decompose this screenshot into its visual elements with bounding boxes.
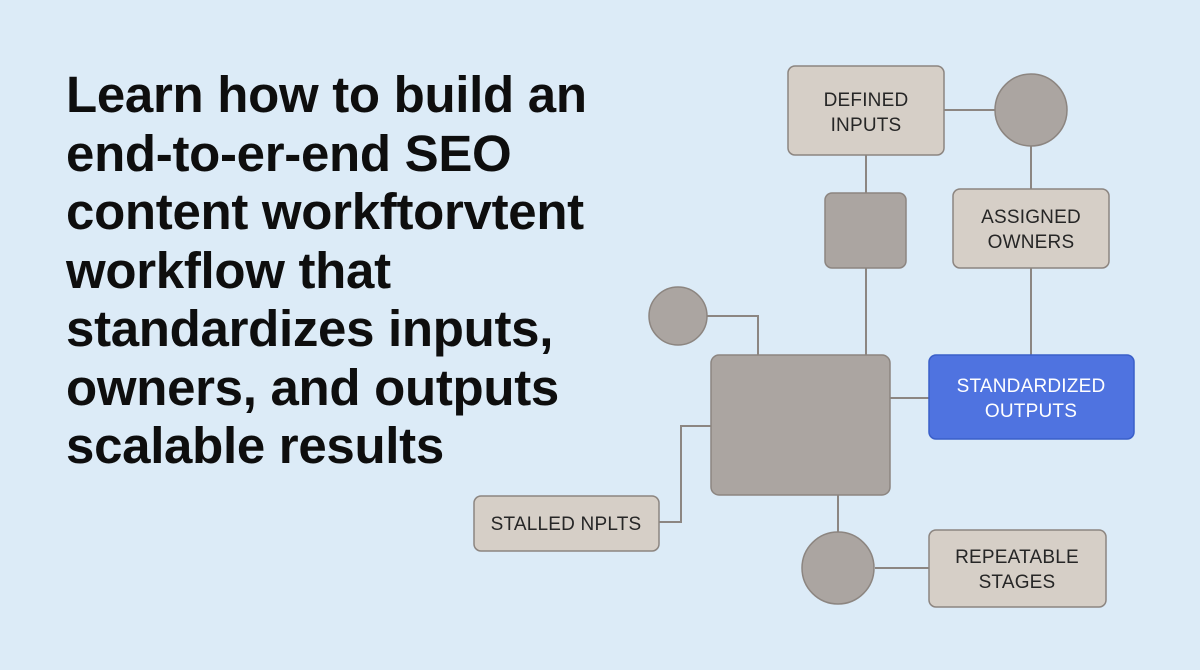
node-defined-inputs: DEFINED INPUTS — [787, 65, 945, 156]
node-standardized-outputs-label: STANDARDIZED — [957, 376, 1106, 397]
node-repeatable-stages-label: REPEATABLE — [955, 547, 1079, 568]
node-assigned-owners-label: OWNERS — [988, 232, 1075, 253]
connectors — [659, 109, 1032, 569]
node-defined-inputs-label: DEFINED — [824, 90, 909, 111]
node-standardized-outputs-label: OUTPUTS — [985, 401, 1077, 422]
node-stalled-inputs: STALLED NPLTS — [473, 495, 660, 552]
node-repeatable-stages-label: STAGES — [979, 572, 1056, 593]
headline-line: Learn how to build an — [66, 66, 587, 123]
node-assigned-owners-label: ASSIGNED — [981, 207, 1081, 228]
headline-line: owners, and outputs — [66, 358, 559, 416]
circle-node-left — [648, 286, 708, 346]
headline: Learn how to build an end-to-er-end SEO … — [66, 66, 706, 476]
headline-line: scalable results — [66, 417, 444, 474]
node-repeatable-stages: REPEATABLE STAGES — [928, 529, 1107, 608]
headline-line: end-to-er-end SEO — [66, 124, 512, 182]
headline-line: workflow that — [66, 241, 391, 299]
circle-node-bottom — [801, 531, 875, 605]
headline-line: standardizes inputs, — [66, 300, 554, 357]
node-defined-inputs-label: INPUTS — [831, 115, 902, 136]
node-assigned-owners: ASSIGNED OWNERS — [952, 188, 1110, 269]
square-node-small — [824, 192, 907, 269]
hub-node-large — [710, 354, 891, 496]
node-standardized-outputs: STANDARDIZED OUTPUTS — [928, 354, 1135, 440]
headline-line: content workftorvtent — [66, 183, 584, 240]
circle-node-top — [994, 73, 1068, 147]
connector-stalled-to-hub — [659, 425, 711, 523]
node-stalled-inputs-label: STALLED NPLTS — [491, 514, 642, 535]
connector-left-circle-to-hub — [707, 315, 759, 355]
